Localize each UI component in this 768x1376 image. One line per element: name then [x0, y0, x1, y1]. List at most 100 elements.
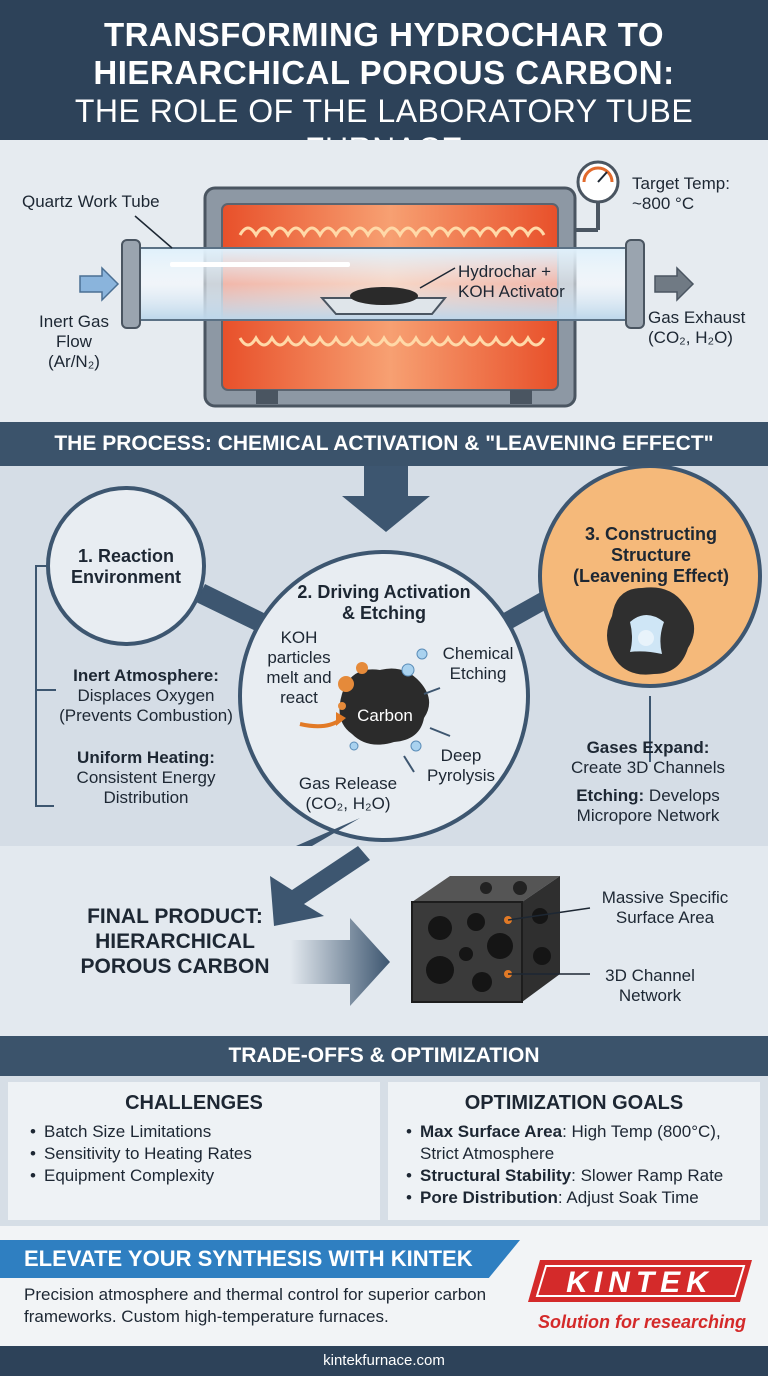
inert-atmosphere-line-2: (Prevents Combustion): [59, 706, 233, 725]
exhaust-line-1: Gas Exhaust: [648, 308, 746, 327]
etching-title: Etching:: [576, 786, 645, 805]
challenges-column: CHALLENGES Batch Size Limitations Sensit…: [8, 1082, 380, 1220]
final-title-line-2: HIERARCHICAL: [95, 930, 255, 953]
surface-area-label: Massive Specific Surface Area: [590, 888, 740, 928]
challenge-item: Batch Size Limitations: [30, 1121, 380, 1143]
inert-gas-label: Inert Gas Flow (Ar/N₂): [34, 312, 114, 372]
gas-release: Gas Release (CO₂, H₂O): [288, 774, 408, 814]
step3-title-line-3: (Leavening Effect): [572, 566, 730, 586]
challenges-title: CHALLENGES: [125, 1092, 263, 1114]
koh-particles: KOH particles melt and react: [256, 628, 342, 708]
kintek-logo[interactable]: KINTEK Solution for researching: [526, 1256, 758, 1340]
process-diagram: [35, 466, 762, 846]
koh-line-3: melt and: [266, 668, 332, 687]
channel-line-2: Network: [618, 986, 682, 1005]
process-section: 1. Reaction Environment Inert Atmosphere…: [0, 466, 768, 846]
title-line-2: HIERARCHICAL POROUS CARBON:: [93, 54, 675, 91]
gases-expand-text: Create 3D Channels: [570, 758, 726, 777]
etching-develops: Etching: Develops Micropore Network: [548, 786, 748, 826]
target-temp-line-1: Target Temp:: [632, 174, 730, 193]
surface-line-1: Massive Specific: [601, 888, 729, 907]
goal-item-continued: Strict Atmosphere: [406, 1143, 760, 1165]
goal-item: Max Surface Area: High Temp (800°C),: [406, 1121, 760, 1143]
step2-title-line-1: 2. Driving Activation: [297, 582, 471, 602]
channel-network-label: 3D Channel Network: [590, 966, 710, 1006]
inert-gas-line-1: Inert Gas: [39, 312, 109, 331]
chemical-etching: Chemical Etching: [428, 644, 528, 684]
kintek-banner[interactable]: ELEVATE YOUR SYNTHESIS WITH KINTEK: [0, 1240, 520, 1278]
footer-url[interactable]: kintekfurnace.com: [0, 1346, 768, 1376]
tradeoffs-band: TRADE-OFFS & OPTIMIZATION: [0, 1036, 768, 1076]
step2-title: 2. Driving Activation & Etching: [284, 582, 484, 624]
step1-title-line-2: Environment: [70, 567, 181, 587]
challenge-item: Sensitivity to Heating Rates: [30, 1143, 380, 1165]
goal-item: Pore Distribution: Adjust Soak Time: [406, 1187, 760, 1209]
tradeoffs-section: CHALLENGES Batch Size Limitations Sensit…: [0, 1076, 768, 1226]
goals-list: Max Surface Area: High Temp (800°C), Str…: [388, 1121, 760, 1209]
inert-atmosphere-line-1: Displaces Oxygen: [77, 686, 215, 705]
goal-bold: Max Surface Area: [420, 1122, 563, 1141]
exhaust-line-2: (CO₂, H₂O): [648, 328, 733, 347]
challenges-list: Batch Size Limitations Sensitivity to He…: [8, 1121, 380, 1187]
uniform-heating-title: Uniform Heating:: [77, 748, 215, 767]
step3-title: 3. Constructing Structure (Leavening Eff…: [566, 524, 736, 587]
inert-gas-line-2: Flow: [56, 332, 92, 351]
koh-line-2: particles: [267, 648, 331, 667]
final-title-line-1: FINAL PRODUCT:: [87, 905, 263, 928]
sample-label: Hydrochar + KOH Activator: [458, 262, 565, 302]
deep-pyrolysis: Deep Pyrolysis: [418, 746, 504, 786]
goal-bold: Pore Distribution: [420, 1188, 558, 1207]
inert-atmosphere-title: Inert Atmosphere:: [73, 666, 219, 685]
uniform-heating: Uniform Heating: Consistent Energy Distr…: [46, 748, 246, 808]
exhaust-label: Gas Exhaust (CO₂, H₂O): [648, 308, 745, 348]
final-product-section: FINAL PRODUCT: HIERARCHICAL POROUS CARBO…: [0, 846, 768, 1036]
step1-title: 1. Reaction Environment: [56, 546, 196, 588]
koh-line-1: KOH: [280, 628, 318, 647]
gas-release-line-1: Gas Release: [298, 774, 398, 793]
goal-text: : Adjust Soak Time: [557, 1188, 699, 1207]
etching-line-1: Chemical: [442, 644, 514, 663]
surface-line-2: Surface Area: [615, 908, 715, 927]
goals-column: OPTIMIZATION GOALS Max Surface Area: Hig…: [388, 1082, 760, 1220]
title-line-1: TRANSFORMING HYDROCHAR TO: [103, 16, 665, 53]
gases-expand-title: Gases Expand:: [586, 738, 710, 757]
inert-atmosphere: Inert Atmosphere: Displaces Oxygen (Prev…: [56, 666, 236, 726]
carbon-label: Carbon: [357, 706, 413, 725]
gas-release-line-2: (CO₂, H₂O): [305, 794, 391, 813]
inert-gas-line-3: (Ar/N₂): [48, 352, 100, 371]
pyrolysis-line-2: Pyrolysis: [426, 766, 495, 785]
channel-line-1: 3D Channel: [605, 966, 695, 985]
koh-line-4: react: [280, 688, 318, 707]
kintek-logo-text: KINTEK: [566, 1266, 714, 1299]
kintek-tagline: Solution for researching: [538, 1312, 746, 1332]
kintek-section: ELEVATE YOUR SYNTHESIS WITH KINTEK Preci…: [0, 1226, 768, 1346]
process-band: THE PROCESS: CHEMICAL ACTIVATION & "LEAV…: [0, 422, 768, 466]
step3-title-line-2: Structure: [610, 545, 691, 565]
kintek-description: Precision atmosphere and thermal control…: [24, 1285, 487, 1326]
quartz-tube-label: Quartz Work Tube: [22, 192, 160, 211]
etching-text-1: Develops: [648, 786, 720, 805]
gases-expand: Gases Expand: Create 3D Channels: [558, 738, 738, 778]
final-title-line-3: POROUS CARBON: [80, 955, 270, 978]
uniform-heating-line-2: Distribution: [103, 788, 189, 807]
furnace-section: Quartz Work Tube Target Temp: ~800 °C In…: [0, 140, 768, 422]
sample-line-2: KOH Activator: [458, 282, 565, 301]
step1-title-line-1: 1. Reaction: [77, 546, 175, 566]
goal-bold: Structural Stability: [420, 1166, 572, 1185]
header: TRANSFORMING HYDROCHAR TO HIERARCHICAL P…: [0, 0, 768, 167]
sample-line-1: Hydrochar +: [458, 262, 552, 281]
step2-title-line-2: & Etching: [342, 603, 426, 623]
step3-title-line-1: 3. Constructing: [584, 524, 717, 544]
target-temp-line-2: ~800 °C: [632, 194, 695, 213]
goal-text: : Slower Ramp Rate: [571, 1166, 724, 1185]
etching-text-2: Micropore Network: [576, 806, 720, 825]
goal-item: Structural Stability: Slower Ramp Rate: [406, 1165, 760, 1187]
etching-line-2: Etching: [449, 664, 507, 683]
target-temp-label: Target Temp: ~800 °C: [632, 174, 730, 214]
pyrolysis-line-1: Deep: [440, 746, 482, 765]
goals-title: OPTIMIZATION GOALS: [464, 1092, 684, 1114]
porous-carbon-illustration: [270, 846, 591, 1006]
goal-text: Strict Atmosphere: [420, 1144, 555, 1163]
challenge-item: Equipment Complexity: [30, 1165, 380, 1187]
uniform-heating-line-1: Consistent Energy: [76, 768, 216, 787]
